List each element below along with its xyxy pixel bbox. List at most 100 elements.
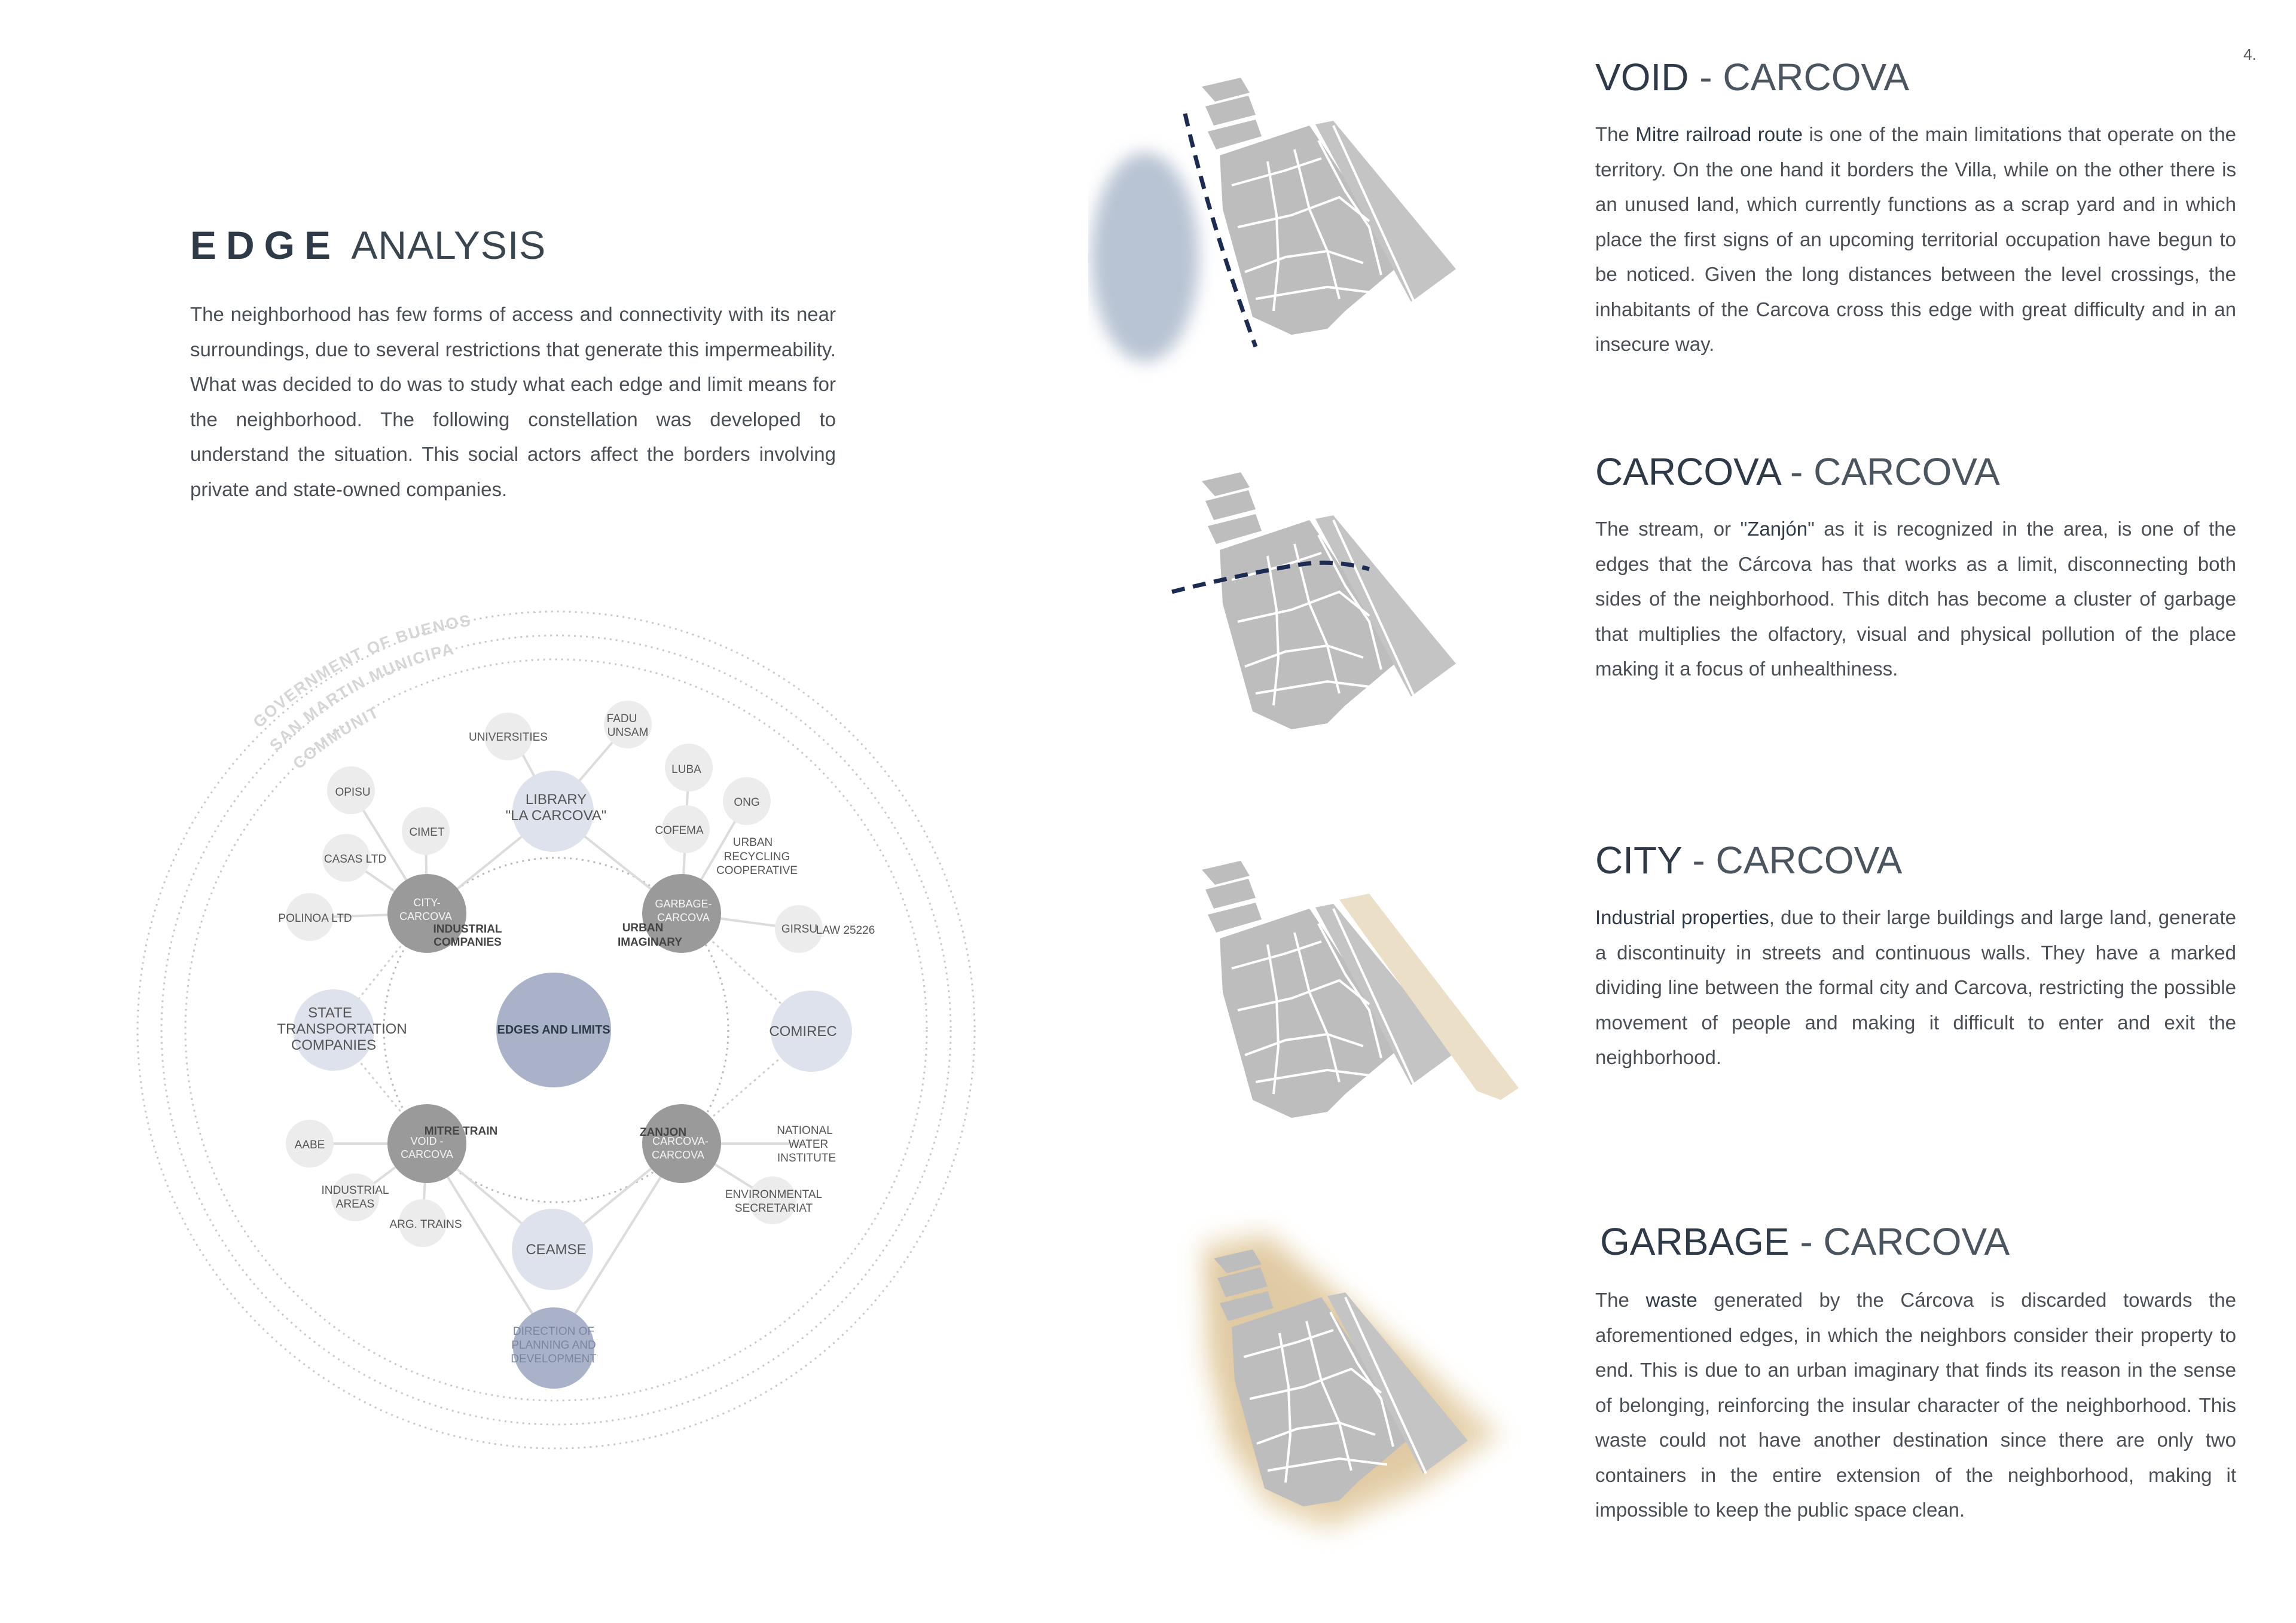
label-industrial-companies-1: INDUSTRIAL xyxy=(433,923,502,936)
label-direction-3: DEVELOPMENT xyxy=(511,1353,597,1365)
label-cimet: CIMET xyxy=(409,826,445,839)
ring-core xyxy=(383,857,729,1203)
node-state-transportation xyxy=(293,989,374,1071)
ring-label-government: GOVERNMENT OF BUENOS AIRES xyxy=(0,0,473,731)
label-zanjon: ZANJON xyxy=(640,1126,686,1139)
node-environmental xyxy=(749,1176,796,1224)
label-ong: ONG xyxy=(734,796,759,809)
label-city-carcova-2: CARCOVA xyxy=(399,910,452,922)
ring-municipality xyxy=(160,634,952,1426)
node-aabe xyxy=(286,1120,334,1167)
industrial-properties xyxy=(1339,894,1519,1100)
city-text: Industrial properties, due to their larg… xyxy=(1595,906,2236,1068)
node-library xyxy=(512,771,594,852)
label-garbage-carcova-1: GARBAGE- xyxy=(655,898,712,910)
node-opisu xyxy=(327,766,375,814)
node-industrial-areas xyxy=(331,1173,379,1221)
map-void xyxy=(1091,77,1457,362)
zanjon-edge xyxy=(1171,560,1370,594)
label-state-1: STATE xyxy=(308,1005,352,1021)
edge-analysis-intro: The neighborhood has few forms of access… xyxy=(190,303,836,500)
node-edges-and-limits xyxy=(496,973,611,1087)
node-ceamse xyxy=(512,1209,593,1290)
node-void-carcova xyxy=(387,1104,466,1183)
node-cimet xyxy=(402,807,450,855)
diagram-nodes xyxy=(286,701,852,1389)
label-environmental-2: SECRETARIAT xyxy=(735,1202,813,1215)
city-title: CITY - CARCOVA xyxy=(1595,839,1903,882)
label-national-water-2: WATER xyxy=(789,1138,829,1151)
label-urban-recycling-2: RECYCLING xyxy=(724,851,790,863)
void-text: The Mitre railroad route is one of the m… xyxy=(1595,123,2236,355)
node-direction xyxy=(513,1307,594,1389)
label-polinoa: POLINOA LTD xyxy=(278,912,352,925)
node-cofema xyxy=(662,805,710,853)
node-girsu xyxy=(775,905,823,953)
label-mitre-train: MITRE TRAIN xyxy=(425,1125,497,1138)
map-carcova xyxy=(1171,471,1457,730)
label-urban-recycling-1: URBAN xyxy=(733,836,773,849)
label-garbage-carcova-2: CARCOVA xyxy=(657,912,710,924)
node-garbage-carcova xyxy=(642,874,721,953)
label-carcova-carcova-1: CARCOVA- xyxy=(652,1135,709,1147)
label-arg-trains: ARG. TRAINS xyxy=(389,1218,462,1231)
node-comirec xyxy=(771,991,852,1072)
label-ceamse: CEAMSE xyxy=(526,1242,586,1258)
map-garbage xyxy=(1202,1231,1501,1530)
node-city-carcova xyxy=(387,874,466,953)
label-fadu-1: FADU xyxy=(607,713,637,725)
label-library-2: "LA CARCOVA" xyxy=(506,808,607,824)
map-city xyxy=(1201,860,1519,1119)
label-fadu-2: UNSAM xyxy=(607,726,649,739)
label-industrial-areas-2: AREAS xyxy=(336,1198,374,1211)
page-number: 4. xyxy=(2243,45,2257,63)
label-cofema: COFEMA xyxy=(655,824,704,837)
label-national-water-1: NATIONAL xyxy=(777,1124,833,1137)
label-casas: CASAS LTD xyxy=(324,853,386,866)
label-environmental-1: ENVIRONMENTAL xyxy=(725,1188,822,1201)
ring-government xyxy=(136,610,976,1450)
map-illustrations xyxy=(1091,77,1519,1530)
label-urban-imaginary-1: URBAN xyxy=(622,922,664,934)
label-industrial-areas-1: INDUSTRIAL xyxy=(322,1184,389,1197)
label-urban-recycling-3: COOPERATIVE xyxy=(716,864,798,877)
node-arg-trains xyxy=(399,1199,447,1247)
node-casas xyxy=(322,834,370,882)
edge-title-bold: EDGE xyxy=(190,223,341,267)
garbage-text: The waste generated by the Cárcova is di… xyxy=(1595,1289,2236,1521)
label-city-carcova-1: CITY- xyxy=(413,897,440,909)
node-luba xyxy=(665,744,713,791)
label-state-2: TRANSPORTATION xyxy=(277,1021,407,1037)
node-ong xyxy=(723,777,771,825)
label-aabe: AABE xyxy=(295,1139,325,1151)
label-direction-1: DIRECTION OF xyxy=(513,1325,594,1338)
void-title: VOID - CARCOVA xyxy=(1595,56,1910,99)
label-industrial-companies-2: COMPANIES xyxy=(433,936,502,949)
node-carcova-carcova xyxy=(642,1104,721,1183)
label-girsu: GIRSU xyxy=(781,923,817,936)
label-urban-imaginary-2: IMAGINARY xyxy=(618,936,682,949)
edge-title-light: ANALYSIS xyxy=(351,223,546,267)
carcova-title: CARCOVA - CARCOVA xyxy=(1595,450,2000,493)
node-universities xyxy=(484,713,532,760)
label-carcova-carcova-2: CARCOVA xyxy=(652,1149,704,1161)
void-land-blur xyxy=(1091,152,1199,362)
label-state-3: COMPANIES xyxy=(291,1037,376,1053)
label-void-carcova-2: CARCOVA xyxy=(401,1148,453,1160)
edge-analysis-title: EDGE ANALYSIS xyxy=(190,222,546,268)
label-law: LAW 25226 xyxy=(816,924,875,937)
label-edges-and-limits: EDGES AND LIMITS xyxy=(497,1023,610,1037)
label-opisu: OPISU xyxy=(335,786,370,799)
label-comirec: COMIREC xyxy=(769,1023,836,1040)
node-polinoa xyxy=(286,893,334,941)
label-universities: UNIVERSITIES xyxy=(469,731,548,744)
ring-label-community: COMMUNITY xyxy=(0,0,382,772)
label-national-water-3: INSTITUTE xyxy=(777,1152,836,1164)
carcova-text: The stream, or "Zanjón" as it is recogni… xyxy=(1595,518,2236,680)
label-direction-2: PLANNING AND xyxy=(511,1339,596,1352)
garbage-title: GARBAGE - CARCOVA xyxy=(1600,1220,2010,1263)
label-luba: LUBA xyxy=(671,763,701,776)
label-library-1: LIBRARY xyxy=(526,791,587,808)
railroad-edge xyxy=(1183,113,1258,348)
constellation-diagram: GOVERNMENT OF BUENOS AIRES SAN MARTIN MU… xyxy=(0,0,976,1450)
